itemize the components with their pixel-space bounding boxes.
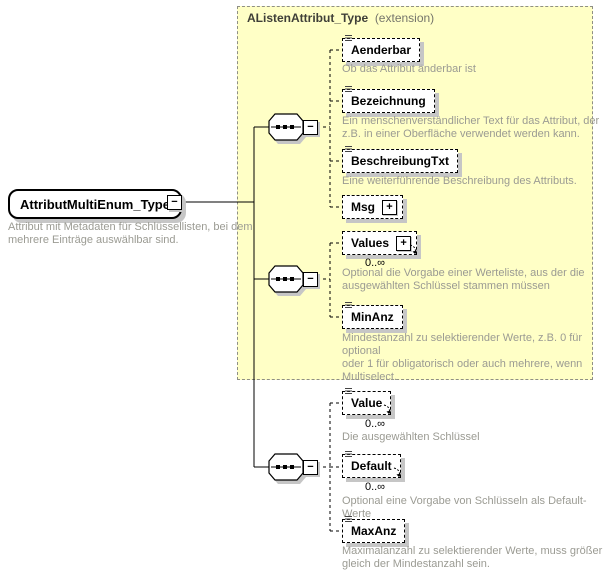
element-beschreibungtxt[interactable]: BeschreibungTxt — [342, 146, 459, 173]
values-expand-icon[interactable]: + — [396, 235, 412, 251]
sequence1-collapse-icon[interactable]: − — [303, 120, 318, 135]
annotation-beschreibungtxt: Eine weiterführende Beschreibung des Att… — [342, 175, 577, 187]
annotation-default: Optional eine Vorgabe von Schlüsseln als… — [342, 495, 587, 520]
text-content-icon — [345, 451, 352, 457]
annotation-aenderbar: Ob das Attribut änderbar ist — [342, 63, 476, 75]
text-content-icon — [345, 146, 352, 152]
sequence3-collapse-icon[interactable]: − — [303, 460, 318, 475]
text-content-icon — [345, 516, 352, 522]
root-element-attributmultienum-type[interactable]: AttributMultiEnum_Type — [8, 189, 182, 219]
extension-suffix: (extension) — [374, 11, 435, 25]
sequence2-collapse-icon[interactable]: − — [303, 272, 318, 287]
occurrence-default: 0..∞ — [364, 481, 386, 493]
sequence-compositor-3[interactable] — [268, 453, 306, 484]
repeat-arrow-icon — [408, 242, 420, 260]
text-content-icon — [345, 388, 352, 394]
annotation-values: Optional die Vorgabe einer Werteliste, a… — [342, 267, 585, 292]
annotation-minanz: Mindestanzahl zu selektierender Werte, z… — [342, 332, 583, 383]
sequence-compositor-2[interactable] — [268, 265, 306, 296]
text-content-icon — [345, 35, 352, 41]
text-content-icon — [345, 86, 352, 92]
text-content-icon — [345, 302, 352, 308]
root-collapse-icon[interactable]: − — [167, 195, 182, 210]
root-element-name: AttributMultiEnum_Type — [20, 196, 170, 212]
annotation-maxanz: Maximalanzahl zu selektierender Werte, m… — [342, 545, 603, 570]
annotation-value: Die ausgewählten Schlüssel — [342, 431, 480, 443]
extension-type-name: AListenAttribut_Type — [247, 11, 369, 25]
element-msg[interactable]: Msg + — [342, 195, 403, 219]
element-default[interactable]: Default — [342, 451, 401, 478]
extension-header: AListenAttribut_Type (extension) — [247, 11, 434, 25]
element-values[interactable]: Values + — [342, 231, 418, 255]
occurrence-value: 0..∞ — [364, 418, 386, 430]
root-annotation: Attribut mit Metadaten für Schlüssellist… — [8, 221, 253, 246]
extension-container — [237, 6, 593, 380]
occurrence-values: 0..∞ — [364, 257, 386, 269]
element-bezeichnung[interactable]: Bezeichnung — [342, 86, 435, 113]
sequence-compositor-1[interactable] — [268, 113, 306, 144]
element-aenderbar[interactable]: Aenderbar — [342, 35, 421, 62]
msg-expand-icon[interactable]: + — [382, 199, 397, 215]
element-minanz[interactable]: MinAnz — [342, 302, 403, 329]
annotation-bezeichnung: Ein menschenverständlicher Text für das … — [342, 115, 600, 140]
element-value[interactable]: Value — [342, 388, 392, 415]
repeat-arrow-icon — [392, 465, 404, 483]
repeat-arrow-icon — [382, 402, 394, 420]
element-maxanz[interactable]: MaxAnz — [342, 516, 406, 543]
